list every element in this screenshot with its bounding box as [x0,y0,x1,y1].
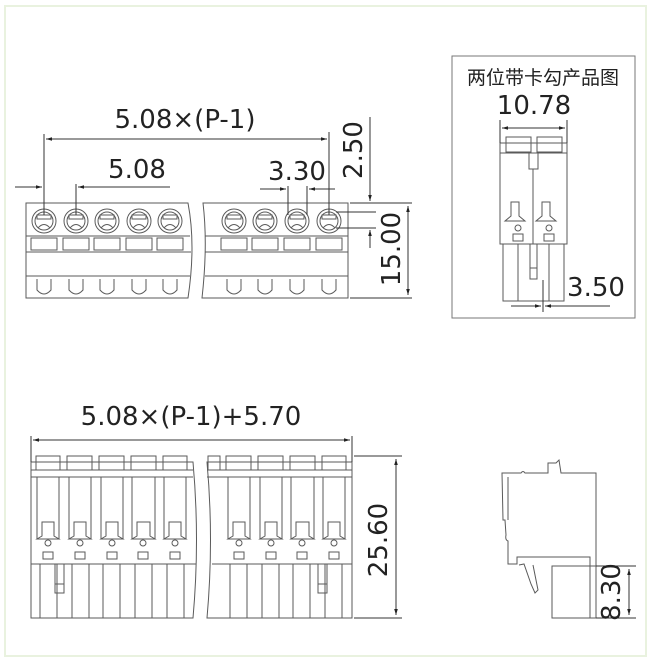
front-view-dimensions [30,436,402,619]
bottom-lugs [36,279,337,295]
front-view [30,455,353,619]
top-overall-dim-label: 5.08×(P-1) [115,105,256,135]
drawing-frame [4,5,647,657]
front-pins [39,563,343,618]
front-height-dim-label: 25.60 [364,503,394,577]
inset-title: 两位带卡勾产品图 [467,67,619,89]
inset-latch-dim-label: 3.50 [567,273,625,303]
front-top-caps [35,455,347,471]
inset-two-pole [451,55,636,319]
side-view-dimensions [596,565,636,619]
top-height-dim-label: 15.00 [377,212,407,286]
top-view-dimensions [15,117,412,299]
top-view [25,202,349,299]
front-slots [36,477,346,539]
side-view [501,458,597,619]
top-pitch-dim-label: 5.08 [108,155,166,185]
front-overall-dim-label: 5.08×(P-1)+5.70 [81,402,302,432]
side-plug-dim-label: 8.30 [597,563,627,621]
front-contacts [35,521,347,560]
top-hole-dim-label: 3.30 [268,157,326,187]
inset-width-dim-label: 10.78 [497,91,571,121]
top-offset-dim-label: 2.50 [339,121,369,179]
wire-entry-holes-left [31,208,183,234]
wire-entry-holes-right [221,208,342,234]
release-buttons [30,237,343,251]
